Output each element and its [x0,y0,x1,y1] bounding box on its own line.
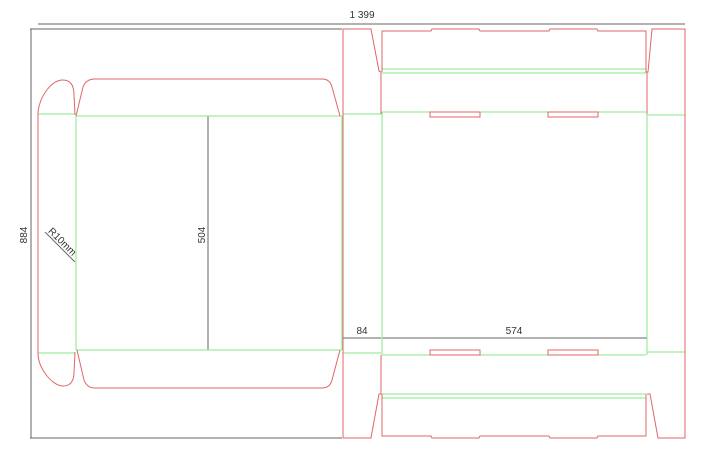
crease-lines [38,68,685,399]
top-slot-2 [547,111,599,118]
top-lid-flap [381,28,686,439]
left-glue-flap [37,79,76,387]
top-dust-flap [75,78,341,117]
right-panel-outline [342,28,382,439]
overall-width-label: 1 399 [349,10,374,21]
dimension-lines [30,23,685,439]
side-width-label: 84 [356,326,368,337]
bottom-dust-flap [76,349,341,389]
overall-height-label: 884 [19,226,30,243]
corner-radius-label: R10mm [45,226,78,259]
bottom-lid-flap [381,72,648,439]
panel-height-label: 504 [197,226,208,243]
front-width-label: 574 [506,326,523,337]
bottom-slot-2 [547,349,599,356]
bottom-slot-1 [429,349,481,356]
top-slot-1 [429,111,481,118]
radius-leader-line [44,231,76,263]
cut-lines [37,28,686,439]
